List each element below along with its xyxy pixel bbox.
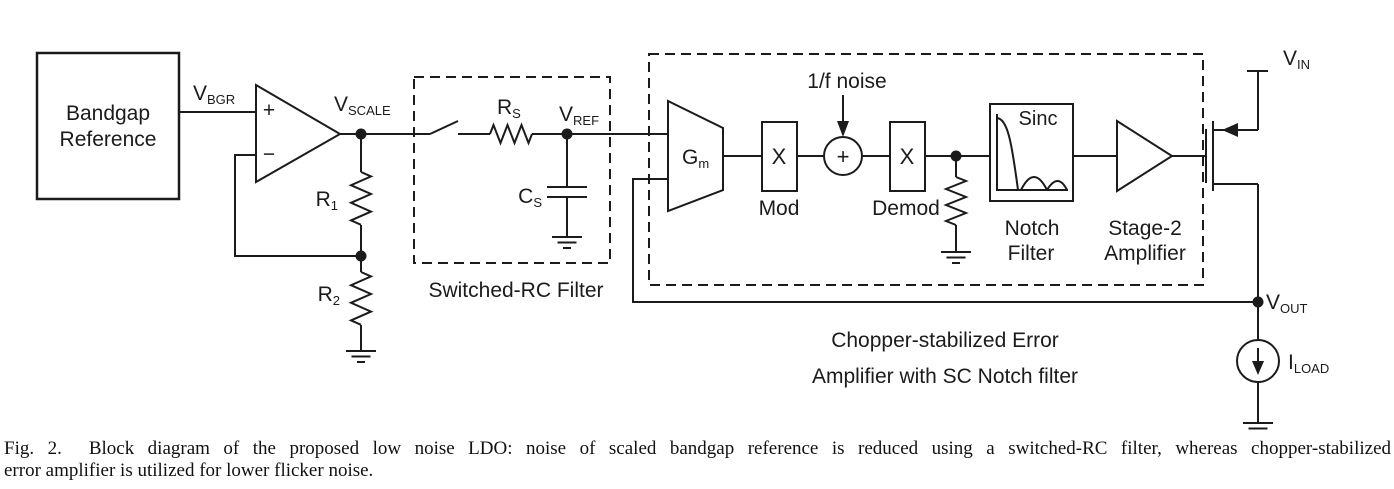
mod-x-symbol: X [772,144,787,169]
vref-label: VREF [559,103,599,128]
opamp-plus-input-label: + [263,99,275,122]
vout-node-dot [1252,296,1264,308]
gm-label: Gm [682,146,709,171]
stage2-label-line1: Stage-2 [1108,217,1182,240]
mod-label: Mod [759,197,800,220]
caption-line2: error amplifier is utilized for lower fl… [4,460,374,481]
r2-resistor [348,271,374,326]
notch-filter-label-line1: Notch [1005,217,1060,240]
ground-symbol-r2 [345,350,377,363]
current-source-arrowhead [1252,361,1264,375]
vscale-node-dot [355,128,367,140]
r1-label: R1 [316,188,338,213]
divider-node-dot [355,250,367,262]
switched-rc-filter-label: Switched-RC Filter [428,279,603,302]
demod-load-resistor [943,156,969,252]
chopper-box-label-line2: Amplifier with SC Notch filter [812,365,1078,388]
iload-label: ILOAD [1288,351,1329,376]
switched-rc-filter-box: RS VREF CS [413,76,668,264]
load-current-source [1236,302,1280,435]
ground-symbol-demod [940,251,972,264]
sum-plus-symbol: + [837,144,850,169]
vin-label: VIN [1283,47,1310,72]
notch-filter-label-line2: Filter [1008,242,1055,265]
ldo-block-diagram: Bandgap Reference + − VBGR VSCALE R1 R2 [35,47,1329,435]
vbgr-label: VBGR [193,82,235,107]
pmos-source-arrowhead [1222,123,1238,137]
opamp: + − [255,83,342,184]
ground-symbol-cs [551,236,583,249]
demod-node-dot [950,150,962,162]
r2-label: R2 [318,283,340,308]
noise-arrowhead [837,121,849,137]
chopper-box-label-line1: Chopper-stabilized Error [831,329,1059,352]
switch-blade [429,120,459,135]
pass-transistor [1205,70,1268,302]
ground-symbol-load [1242,422,1274,435]
notch-filter-block: Sinc [989,103,1074,202]
opamp-feedback-wire [234,154,361,257]
vref-node-dot [561,128,573,140]
rs-label: RS [497,96,521,121]
gm-block [667,99,724,213]
wires-left [179,111,430,351]
vout-feedback-wire [632,178,1258,303]
vscale-label: VSCALE [334,93,391,118]
bandgap-label-line1: Bandgap [66,102,150,125]
caption-line1: Fig. 2. Block diagram of the proposed lo… [4,438,1391,459]
vout-label: VOUT [1266,291,1308,316]
sinc-label: Sinc [1019,108,1058,130]
bandgap-label-line2: Reference [60,128,157,151]
flicker-noise-label: 1/f noise [807,70,886,93]
cs-label: CS [518,185,542,210]
stage2-label-line2: Amplifier [1104,242,1186,265]
rs-resistor [489,122,533,146]
demod-x-symbol: X [900,144,915,169]
demod-label: Demod [872,197,940,220]
opamp-minus-input-label: − [263,143,275,166]
figure-caption: Fig. 2. Block diagram of the proposed lo… [4,438,1391,482]
junction-dots [355,128,1264,308]
chopper-box: Gm X Mod + 1/f noise X Demod [648,53,1206,286]
stage2-amplifier [1116,119,1174,193]
bandgap-reference-box: Bandgap Reference [35,51,181,201]
r1-resistor [348,171,374,226]
sinc-curve [996,114,1068,191]
